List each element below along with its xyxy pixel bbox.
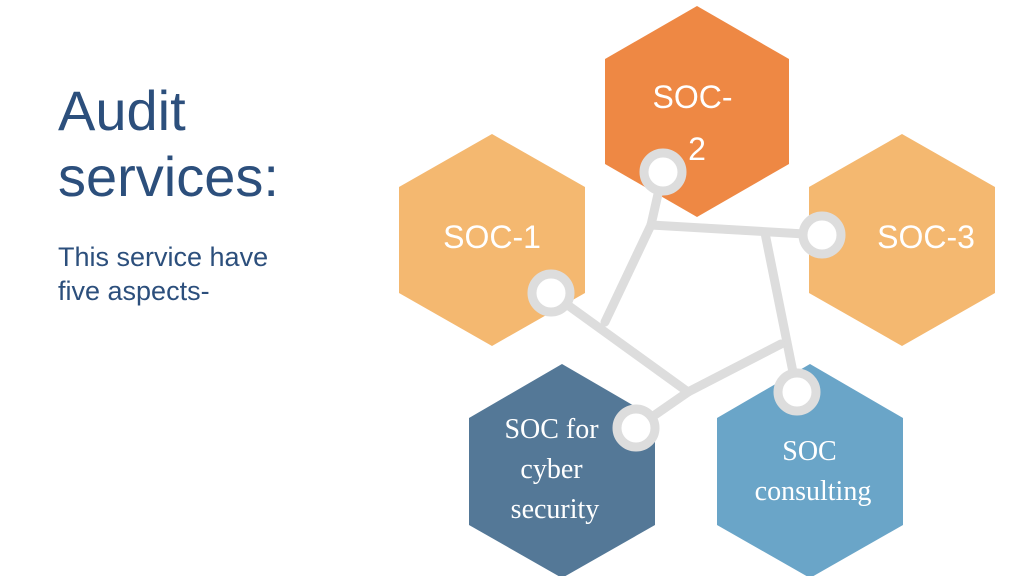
title-line-2: services:	[58, 145, 279, 208]
hexagon-soc-cyber-security	[469, 364, 655, 576]
slide-title: Audit services:	[58, 78, 279, 210]
subtitle-line-2: five aspects-	[58, 276, 210, 306]
label-soc-consulting: SOC consulting	[755, 436, 872, 507]
label-soc-cyber-line-2: cyber	[520, 454, 583, 485]
connector-line	[546, 288, 693, 397]
subtitle-line-1: This service have	[58, 242, 269, 272]
connector-node-soc-3	[798, 211, 846, 259]
connector-node-soc-consulting	[773, 368, 821, 416]
connector-node-soc-1	[527, 269, 575, 317]
label-soc-cyber-line-3: security	[511, 494, 600, 525]
label-soc-3-line-1: SOC-3	[877, 219, 975, 255]
connector-node-soc-2	[639, 148, 687, 196]
label-soc-consulting-line-2: consulting	[755, 476, 872, 507]
label-soc-1: SOC-1	[443, 219, 541, 255]
connector-line	[600, 220, 656, 327]
title-line-1: Audit	[58, 79, 186, 142]
label-soc-cyber-line-1: SOC for	[504, 414, 599, 445]
label-soc-consulting-line-1: SOC	[782, 436, 836, 467]
label-soc-1-line-1: SOC-1	[443, 219, 541, 255]
slide-subtitle: This service have five aspects-	[58, 240, 318, 308]
label-soc-cyber-security: SOC for cyber security	[504, 414, 605, 525]
connector-line	[760, 228, 802, 397]
hexagon-soc-3	[809, 134, 995, 346]
label-soc-3: SOC-3	[877, 219, 975, 255]
label-soc-2-line-2: 2	[688, 131, 706, 167]
connector-node-soc-cyber	[612, 404, 660, 452]
connector-line	[683, 339, 786, 397]
hexagon-soc-consulting	[717, 364, 903, 576]
connector-line	[646, 220, 827, 240]
label-soc-2: SOC- 2	[653, 79, 742, 167]
connector-nodes	[527, 148, 846, 452]
label-soc-2-line-1: SOC-	[653, 79, 733, 115]
